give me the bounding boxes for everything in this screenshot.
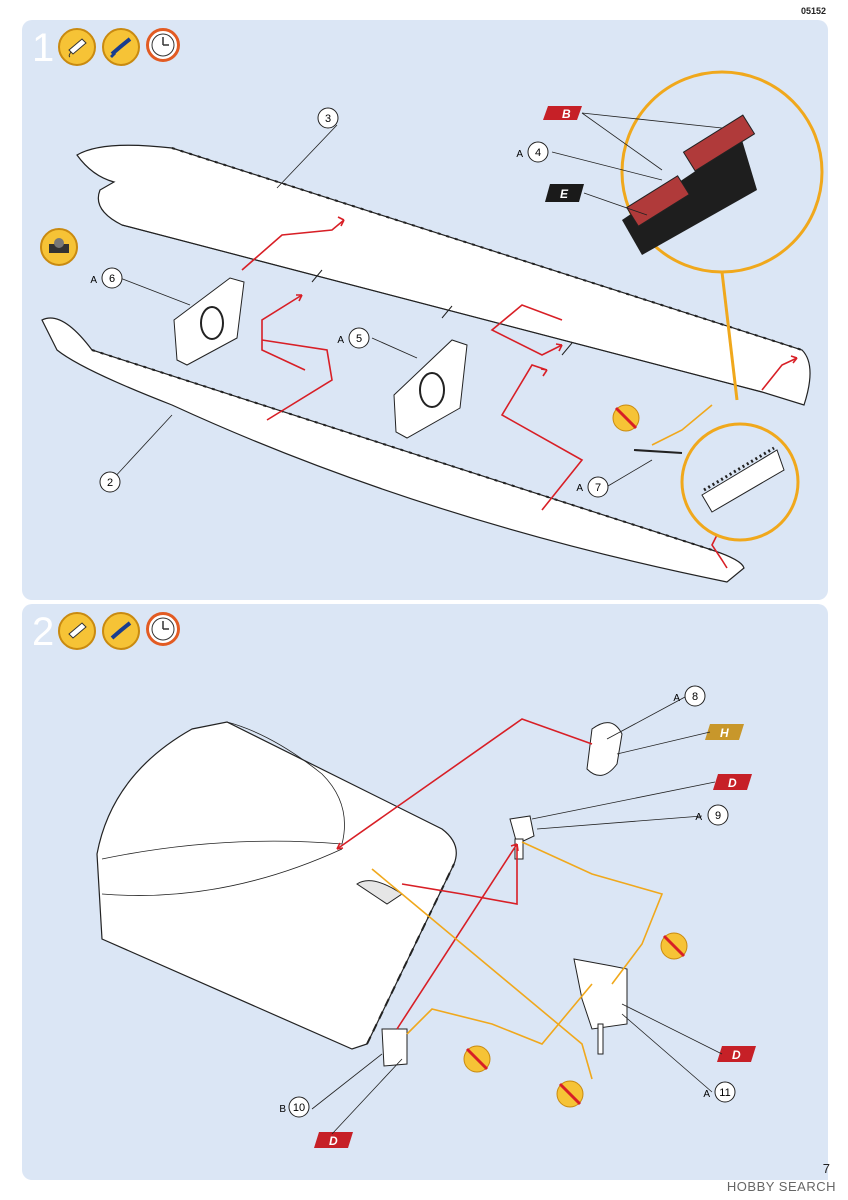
part-label-10: B 10 <box>279 1096 310 1118</box>
part-5-shape <box>393 339 468 439</box>
hull-upper-part <box>76 144 811 406</box>
part-label-3: 3 <box>317 107 339 129</box>
paint-brush-icon <box>102 612 140 650</box>
clock-icon <box>146 28 180 62</box>
part-8-shape <box>586 722 623 776</box>
leader-lines <box>311 696 723 1135</box>
color-tag-e: E <box>545 184 584 202</box>
svg-text:A: A <box>703 1089 710 1100</box>
document-code: 05152 <box>800 6 826 16</box>
svg-text:2: 2 <box>107 477 113 489</box>
part-label-2: 2 <box>99 471 121 493</box>
part-label-6: A 6 <box>90 267 123 289</box>
svg-text:H: H <box>720 726 729 740</box>
part-label-7: A 7 <box>576 476 609 498</box>
yellow-assembly-arrow <box>651 404 713 446</box>
part-label-9: A 9 <box>695 804 729 826</box>
step-number: 1 <box>32 26 55 70</box>
red-assembly-arrows <box>241 216 798 569</box>
svg-text:A: A <box>695 812 702 823</box>
svg-text:7: 7 <box>595 482 601 494</box>
hull-lower-part <box>41 317 745 583</box>
part-6-shape <box>173 277 245 366</box>
color-tag-b: B <box>543 106 582 121</box>
svg-text:B: B <box>279 1104 286 1115</box>
svg-text:8: 8 <box>692 691 698 703</box>
svg-text:6: 6 <box>109 273 115 285</box>
step-2-panel: 2 <box>22 604 828 1180</box>
part-7-shape <box>633 449 683 454</box>
color-tag-d: D <box>717 1046 756 1062</box>
yellow-assembly-arrows <box>371 841 664 1080</box>
tape-icon <box>40 228 78 266</box>
svg-text:D: D <box>732 1048 741 1062</box>
part-11-shape <box>573 958 628 1055</box>
svg-text:D: D <box>728 776 737 790</box>
step-1-panel: 1 <box>22 20 828 600</box>
svg-text:A: A <box>673 693 680 704</box>
red-assembly-arrows <box>336 718 593 1030</box>
svg-text:10: 10 <box>293 1102 305 1114</box>
svg-text:5: 5 <box>356 333 362 345</box>
svg-text:E: E <box>560 187 569 201</box>
svg-text:4: 4 <box>535 147 541 159</box>
part-9-shape <box>509 815 535 860</box>
watermark: HOBBY SEARCH <box>726 1179 836 1194</box>
step-2-diagram: H D D D A 8 <box>96 685 756 1148</box>
glue-icon <box>58 28 96 66</box>
step-number: 2 <box>32 610 55 654</box>
clock-icon <box>146 612 180 646</box>
svg-text:A: A <box>576 483 583 494</box>
detail-magnifier-lower <box>680 422 800 542</box>
svg-text:9: 9 <box>715 810 721 822</box>
svg-text:A: A <box>337 335 344 346</box>
no-glue-icon <box>660 932 688 960</box>
no-glue-icon <box>612 404 640 432</box>
svg-text:11: 11 <box>719 1087 730 1099</box>
paint-brush-icon <box>102 28 140 66</box>
svg-text:A: A <box>90 275 97 286</box>
svg-text:B: B <box>562 107 571 121</box>
stern-hull <box>96 721 457 1050</box>
step-1-diagram: B E 3 A 4 A 5 <box>41 70 824 583</box>
svg-text:3: 3 <box>325 113 331 125</box>
no-glue-icon <box>556 1080 584 1108</box>
part-10-shape <box>381 1028 408 1067</box>
part-label-8: A 8 <box>673 685 706 707</box>
part-label-5: A 5 <box>337 327 370 349</box>
leader-lines <box>111 112 723 487</box>
color-tag-h: H <box>705 724 744 740</box>
no-glue-icon <box>463 1045 491 1073</box>
color-tag-d: D <box>713 774 752 790</box>
svg-text:D: D <box>329 1134 338 1148</box>
color-tag-d: D <box>314 1132 353 1148</box>
page-number: 7 <box>822 1161 830 1176</box>
glue-icon <box>58 612 96 650</box>
svg-text:A: A <box>516 149 523 160</box>
part-label-4: A 4 <box>516 141 549 163</box>
page-number-box <box>786 1138 828 1180</box>
part-label-11: A 11 <box>703 1081 736 1103</box>
